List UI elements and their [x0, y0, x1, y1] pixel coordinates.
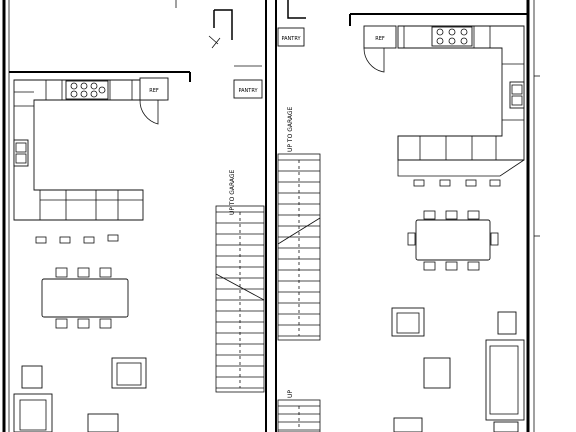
- right-chair-bottom: [393, 417, 423, 432]
- left-range: [65, 80, 109, 100]
- burner: [90, 82, 98, 90]
- left-dining-chairs: [55, 267, 112, 329]
- lower-stair-treads: [278, 405, 320, 431]
- right-stair: [277, 153, 321, 341]
- sink-bowl: [15, 142, 27, 153]
- right-pantry-walls: [287, 0, 306, 19]
- right-pantry: [277, 27, 305, 47]
- left-stair: [215, 205, 265, 393]
- burner: [448, 37, 456, 45]
- right-side-table: [497, 311, 517, 335]
- sofa-cushion: [489, 345, 519, 415]
- burner: [436, 37, 444, 45]
- left-kitchen-counter: [13, 79, 166, 221]
- pantry-label: PANTRY: [238, 88, 258, 94]
- right-dining-chairs: [407, 210, 499, 271]
- right-range: [431, 26, 473, 47]
- pantry-label: PANTRY: [281, 36, 301, 42]
- right-stair-treads: [278, 159, 320, 337]
- sink-bowl: [15, 153, 27, 164]
- stair-break-line: [215, 273, 265, 301]
- left-side-table: [21, 365, 43, 389]
- right-refrigerator: [363, 25, 397, 49]
- burner: [80, 82, 88, 90]
- left-pantry: [233, 79, 263, 99]
- left-stair-treads: [216, 211, 264, 389]
- left-pantry-walls: [213, 9, 233, 40]
- left-counter-stools: [35, 234, 119, 244]
- right-table-bottom: [493, 421, 519, 432]
- sink-bowl: [511, 95, 523, 106]
- left-dining-table: [41, 278, 129, 318]
- left-sink: [13, 139, 29, 167]
- right-sink: [509, 81, 525, 109]
- counter-joints: [14, 91, 34, 107]
- center-core: PANTRY PANTRY UP TO GARAGE UP TO GARAGE …: [208, 0, 321, 432]
- counter-overhang: [397, 159, 525, 177]
- burner: [460, 28, 468, 36]
- stair-up-label: UP: [287, 390, 294, 398]
- left-refrigerator: [139, 77, 169, 101]
- right-counter-stools: [413, 179, 501, 187]
- ref-label: REF: [375, 36, 385, 42]
- right-unit: REF: [349, 0, 540, 432]
- armchair-seat: [116, 362, 142, 386]
- left-coffee-table: [87, 413, 119, 432]
- fridge-door-swing: [139, 99, 159, 125]
- right-dining-table: [415, 219, 491, 261]
- left-unit: REF: [2, 0, 191, 432]
- burner: [448, 28, 456, 36]
- burner: [70, 90, 78, 98]
- burner: [90, 90, 98, 98]
- burner: [80, 90, 88, 98]
- armchair-seat: [396, 312, 420, 334]
- sofa-cushion: [19, 399, 47, 431]
- burner: [98, 86, 106, 94]
- sink-bowl: [511, 84, 523, 95]
- burner: [460, 37, 468, 45]
- fridge-door-swing: [363, 47, 385, 73]
- right-coffee-table: [423, 357, 451, 389]
- stair-break-line: [277, 217, 321, 245]
- pantry-door: [208, 35, 221, 49]
- ref-label: REF: [149, 88, 159, 94]
- burner: [70, 82, 78, 90]
- lower-stair: [277, 399, 321, 432]
- stair-up-label: UP TO GARAGE: [287, 106, 294, 152]
- stair-up-label: UP TO GARAGE: [229, 169, 236, 215]
- burner: [436, 28, 444, 36]
